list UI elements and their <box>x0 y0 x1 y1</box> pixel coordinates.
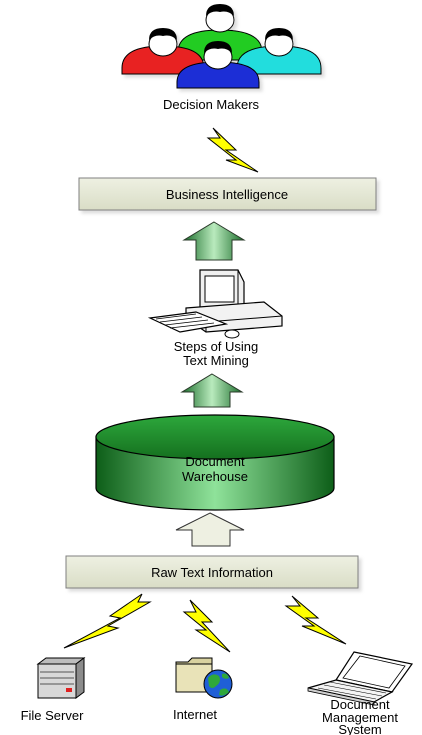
person-red <box>121 28 205 75</box>
internet-globe-folder-icon <box>175 657 233 699</box>
business-intelligence-box: Business Intelligence <box>78 177 377 211</box>
warehouse-label-line1: Document <box>185 454 245 469</box>
desktop-computer-icon <box>147 269 283 339</box>
dms-label-line3: System <box>338 722 381 735</box>
lightning-bolt-icon <box>182 599 231 653</box>
document-warehouse-cylinder: Document Warehouse <box>95 414 335 511</box>
text-mining-label-line1: Steps of Using <box>174 339 259 354</box>
text-mining-label-line2: Text Mining <box>183 353 249 368</box>
laptop-icon <box>307 651 414 706</box>
up-arrow-green <box>182 221 246 261</box>
internet-label: Internet <box>173 707 217 722</box>
person-blue <box>176 41 260 89</box>
raw-text-information-label: Raw Text Information <box>151 565 273 580</box>
dms-label-line2: Management <box>322 710 398 725</box>
decision-makers-label: Decision Makers <box>163 97 260 112</box>
lightning-bolt-icon <box>284 595 347 645</box>
person-cyan <box>236 28 322 75</box>
file-server-icon <box>36 657 86 699</box>
decision-makers-people-icon <box>121 4 322 89</box>
business-intelligence-label: Business Intelligence <box>166 187 288 202</box>
file-server-label: File Server <box>21 708 85 723</box>
raw-text-information-box: Raw Text Information <box>65 555 359 589</box>
up-arrow-green <box>180 373 244 408</box>
dms-label-line1: Document <box>330 697 390 712</box>
lightning-bolt-icon <box>206 127 259 173</box>
lightning-bolt-icon <box>63 593 152 649</box>
warehouse-label-line2: Warehouse <box>182 469 248 484</box>
up-arrow-beige <box>175 512 245 547</box>
